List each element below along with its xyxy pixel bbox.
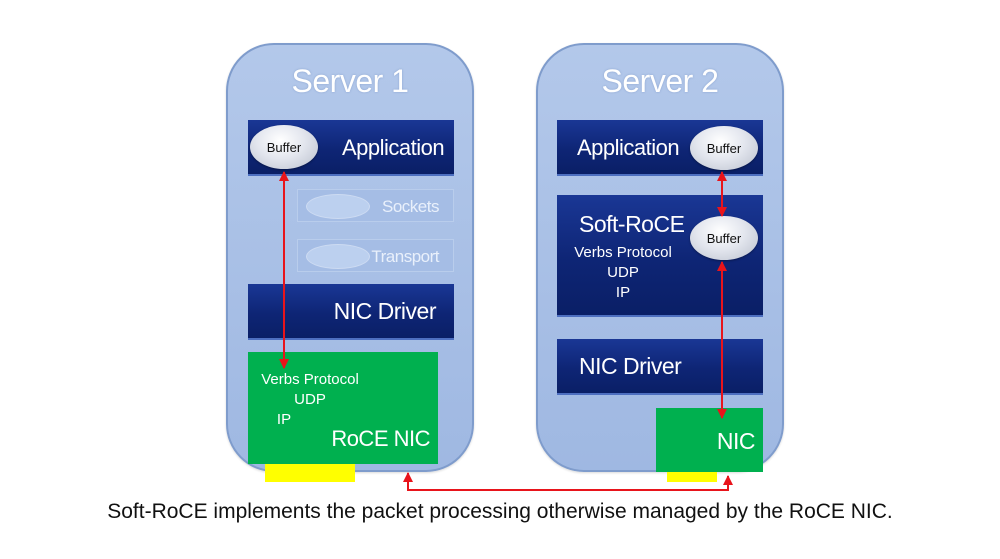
server-1-sockets-oval xyxy=(306,194,370,219)
server-1-nic-line-udp: UDP xyxy=(294,391,326,408)
server-2-application-buffer: Buffer xyxy=(690,126,758,170)
server-1-nic-port xyxy=(265,464,355,482)
server-1-nic-line-verbs: Verbs Protocol xyxy=(261,371,359,388)
server-2-soft-roce-protocols: Verbs Protocol UDP IP xyxy=(571,243,675,303)
server-1-sockets-layer: Sockets xyxy=(297,189,454,222)
server-1-nic-protocols: Verbs Protocol UDP IP xyxy=(258,370,362,430)
server-1-roce-nic: Verbs Protocol UDP IP RoCE NIC xyxy=(248,352,438,464)
diagram-caption: Soft-RoCE implements the packet processi… xyxy=(107,500,893,523)
server-1-application-layer: Application xyxy=(248,120,454,176)
server-2-soft-roce-line-ip: IP xyxy=(615,284,631,301)
server-2-soft-roce-label: Soft-RoCE xyxy=(579,211,685,237)
server-1-transport-oval xyxy=(306,244,370,269)
server-2-soft-roce-buffer: Buffer xyxy=(690,216,758,260)
server-1-transport-layer: Transport xyxy=(297,239,454,272)
server-1-nic-driver-label: NIC Driver xyxy=(333,298,437,324)
server-2-soft-roce-line-verbs: Verbs Protocol xyxy=(574,244,672,261)
server-2-application-label: Application xyxy=(577,135,680,160)
server-1-sockets-label: Sockets xyxy=(382,197,439,216)
server-1-nic-label: RoCE NIC xyxy=(331,426,430,451)
server-1-application-label: Application xyxy=(342,135,445,160)
server-1-nic-driver-layer: NIC Driver xyxy=(248,284,454,340)
server-1-buffer: Buffer xyxy=(250,125,318,169)
server-2-nic-driver-label: NIC Driver xyxy=(579,353,682,379)
server-1-nic-line-ip: IP xyxy=(276,411,292,428)
server-1-title: Server 1 xyxy=(291,63,409,99)
server-2-nic: NIC xyxy=(656,408,763,472)
server-2-nic-port xyxy=(667,472,717,482)
server-2-soft-roce-line-udp: UDP xyxy=(607,264,639,281)
server-1-transport-label: Transport xyxy=(371,247,439,266)
server-2-nic-label: NIC xyxy=(716,428,756,454)
server-2-title: Server 2 xyxy=(601,63,719,99)
server-2-nic-driver-layer: NIC Driver xyxy=(557,339,763,395)
